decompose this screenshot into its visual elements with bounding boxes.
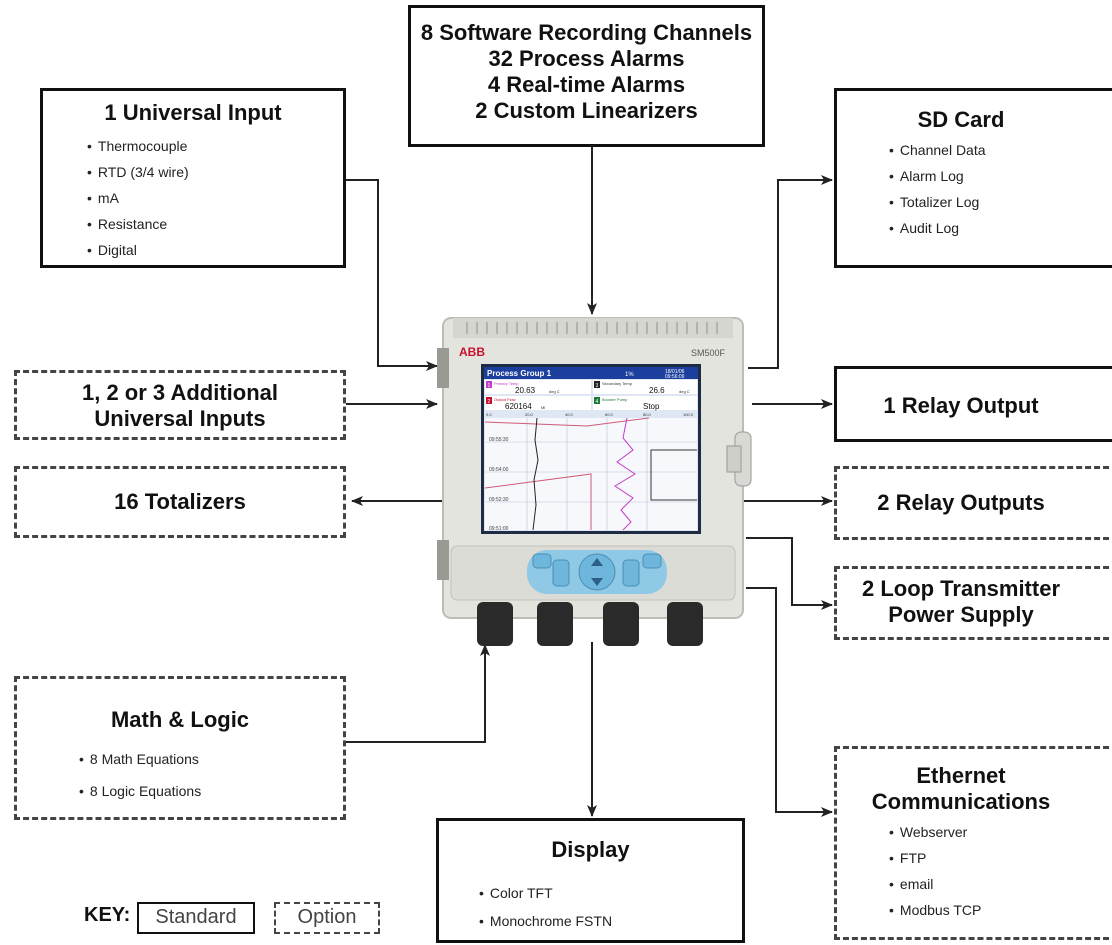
channel-2-value: 620164 bbox=[505, 402, 532, 411]
key-label: KEY: bbox=[84, 904, 131, 926]
svg-text:40.0: 40.0 bbox=[565, 412, 574, 417]
device-screen: Process Group 1 1% 18/01/06 09:56:09 1 3… bbox=[481, 364, 701, 534]
channel-3-num: 3 bbox=[596, 383, 599, 389]
list-item: Color TFT bbox=[479, 879, 612, 907]
channel-3-name: Secondary Temp bbox=[602, 381, 633, 386]
list-item: email bbox=[889, 871, 981, 897]
key-option: Option bbox=[274, 902, 380, 934]
time-labels: 09:55:30 09:54:00 09:52:30 09:51:00 bbox=[489, 437, 509, 532]
sd-card-list: Channel Data Alarm Log Totalizer Log Aud… bbox=[889, 137, 986, 241]
sd-card-box: SD Card Channel Data Alarm Log Totalizer… bbox=[834, 88, 1112, 268]
software-line-4: 2 Custom Linearizers bbox=[475, 98, 698, 123]
display-list: Color TFT Monochrome FSTN bbox=[479, 879, 612, 935]
loop-transmitter-line-1: 2 Loop Transmitter bbox=[861, 576, 1061, 601]
screen-status: 1% bbox=[625, 372, 634, 378]
list-item: Thermocouple bbox=[87, 133, 189, 159]
math-logic-list: 8 Math Equations 8 Logic Equations bbox=[79, 743, 201, 807]
channel-2-num: 2 bbox=[488, 399, 491, 405]
relay-output-title: 1 Relay Output bbox=[883, 393, 1039, 418]
list-item: Digital bbox=[87, 237, 189, 263]
universal-input-list: Thermocouple RTD (3/4 wire) mA Resistanc… bbox=[87, 133, 189, 263]
svg-text:09:54:00: 09:54:00 bbox=[489, 467, 509, 473]
svg-text:100.0: 100.0 bbox=[683, 412, 694, 417]
hinge-top bbox=[437, 348, 449, 388]
channel-1-name: Primary Temp bbox=[494, 381, 519, 386]
vent-grille bbox=[466, 322, 718, 334]
loop-transmitter-line-2: Power Supply bbox=[888, 602, 1034, 627]
software-line-3: 4 Real-time Alarms bbox=[487, 72, 686, 97]
relay-output-box: 1 Relay Output bbox=[834, 366, 1112, 442]
hinge-bottom bbox=[437, 540, 449, 580]
ethernet-line-2: Communications bbox=[871, 789, 1051, 814]
additional-inputs-line-1: 1, 2 or 3 Additional bbox=[82, 380, 278, 405]
list-item: Alarm Log bbox=[889, 163, 986, 189]
list-item: 8 Math Equations bbox=[79, 743, 201, 775]
list-item: Webserver bbox=[889, 819, 981, 845]
svg-text:09:55:30: 09:55:30 bbox=[489, 437, 509, 443]
additional-inputs-line-2: Universal Inputs bbox=[94, 406, 266, 431]
svg-text:60.0: 60.0 bbox=[605, 412, 614, 417]
list-item: 8 Logic Equations bbox=[79, 775, 201, 807]
key-standard: Standard bbox=[137, 902, 255, 934]
screen-title: Process Group 1 bbox=[487, 369, 552, 378]
link-ethernet bbox=[746, 587, 833, 817]
channel-4-value: Stop bbox=[643, 402, 660, 411]
totalizers-box: 16 Totalizers bbox=[14, 466, 346, 538]
svg-text:09:52:30: 09:52:30 bbox=[489, 497, 509, 503]
software-line-1: 8 Software Recording Channels bbox=[420, 20, 753, 45]
universal-input-title: 1 Universal Input bbox=[104, 100, 282, 125]
scale-ticks: 0.0 20.0 40.0 60.0 80.0 100.0 bbox=[486, 412, 694, 417]
recorder-device: ABB SM500F Process Group 1 1% 18/01/06 0… bbox=[437, 317, 752, 646]
list-item: Resistance bbox=[87, 211, 189, 237]
software-features-box: 8 Software Recording Channels 32 Process… bbox=[408, 5, 765, 147]
svg-text:20.0: 20.0 bbox=[525, 412, 534, 417]
model-label: SM500F bbox=[691, 348, 726, 358]
channel-1-unit: deg C bbox=[549, 389, 560, 394]
display-box: Display Color TFT Monochrome FSTN bbox=[436, 818, 745, 943]
channel-2-name: Output Flow bbox=[494, 397, 516, 402]
link-loop-transmitter bbox=[746, 537, 833, 610]
channel-4-name: Booster Pump bbox=[602, 397, 628, 402]
link-universal-input bbox=[346, 179, 438, 371]
list-item: RTD (3/4 wire) bbox=[87, 159, 189, 185]
sd-card-title: SD Card bbox=[917, 107, 1005, 132]
math-logic-box: Math & Logic 8 Math Equations 8 Logic Eq… bbox=[14, 676, 346, 820]
channel-2-unit: Ml bbox=[541, 405, 545, 410]
channel-1-num: 1 bbox=[488, 383, 491, 389]
list-item: Modbus TCP bbox=[889, 897, 981, 923]
channel-4-num: 4 bbox=[596, 399, 599, 405]
ethernet-list: Webserver FTP email Modbus TCP bbox=[889, 819, 981, 923]
loop-transmitter-box: 2 Loop Transmitter Power Supply bbox=[834, 566, 1112, 640]
display-title: Display bbox=[551, 837, 630, 862]
list-item: Monochrome FSTN bbox=[479, 907, 612, 935]
ethernet-box: Ethernet Communications Webserver FTP em… bbox=[834, 746, 1112, 940]
totalizers-title: 16 Totalizers bbox=[114, 489, 246, 514]
svg-text:80.0: 80.0 bbox=[643, 412, 652, 417]
math-logic-title: Math & Logic bbox=[110, 707, 250, 732]
link-sd-card bbox=[748, 175, 833, 369]
keypad bbox=[527, 550, 667, 594]
screen-time: 09:56:09 bbox=[665, 374, 685, 380]
relay-outputs-box: 2 Relay Outputs bbox=[834, 466, 1112, 540]
additional-inputs-box: 1, 2 or 3 Additional Universal Inputs bbox=[14, 370, 346, 440]
link-math-logic bbox=[346, 644, 490, 743]
svg-text:0.0: 0.0 bbox=[486, 412, 492, 417]
cable-glands bbox=[477, 602, 703, 646]
list-item: Audit Log bbox=[889, 215, 986, 241]
list-item: Totalizer Log bbox=[889, 189, 986, 215]
list-item: Channel Data bbox=[889, 137, 986, 163]
ethernet-line-1: Ethernet bbox=[916, 763, 1006, 788]
list-item: FTP bbox=[889, 845, 981, 871]
channel-1-value: 20.63 bbox=[515, 386, 536, 395]
svg-text:09:51:00: 09:51:00 bbox=[489, 526, 509, 532]
relay-outputs-title: 2 Relay Outputs bbox=[877, 490, 1045, 515]
screen-date: 18/01/06 bbox=[665, 369, 685, 375]
channel-3-unit: deg C bbox=[679, 389, 690, 394]
list-item: mA bbox=[87, 185, 189, 211]
software-line-2: 32 Process Alarms bbox=[488, 46, 685, 71]
universal-input-box: 1 Universal Input Thermocouple RTD (3/4 … bbox=[40, 88, 346, 268]
channel-3-value: 26.6 bbox=[649, 386, 665, 395]
brand-logo: ABB bbox=[459, 345, 485, 359]
